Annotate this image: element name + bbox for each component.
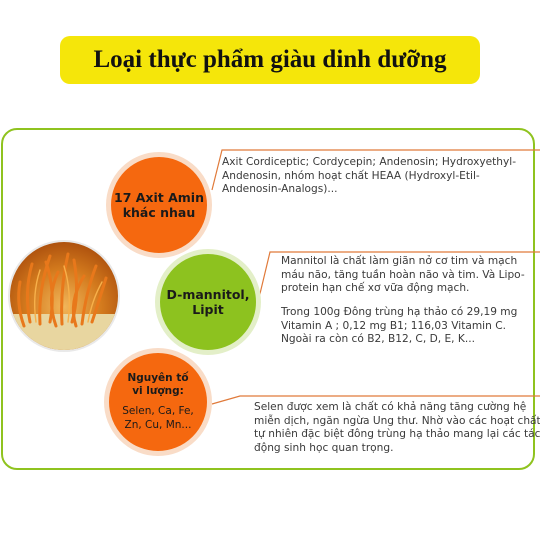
- description-line: Ngoài ra còn có B2, B12, C, D, E, K...: [281, 333, 475, 346]
- circle-body: Selen, Ca, Fe, Zn, Cu, Mn...: [122, 404, 194, 432]
- amino-acid-circle: 17 Axit Amin khác nhau: [106, 152, 212, 258]
- circle-body-line: Selen, Ca, Fe,: [122, 405, 194, 417]
- description-line: Axit Cordiceptic; Cordycepin; Andenosin;…: [222, 156, 517, 168]
- mannitol-circle: D-mannitol, Lipit: [155, 249, 261, 355]
- title-banner: Loại thực phẩm giàu dinh dưỡng: [60, 36, 480, 84]
- description-line: protein hạn chế xơ vữa động mạch.: [281, 282, 470, 295]
- description-line: Selen được xem là chất có khả năng tăng …: [254, 401, 527, 413]
- mannitol-description: Mannitol là chất làm giãn nở cơ tim và m…: [281, 255, 529, 296]
- circle-heading: Nguyên tố vi lượng:: [127, 372, 188, 398]
- description-line: tự nhiên đặc biệt đông trùng hạ thảo man…: [254, 428, 540, 441]
- page-title: Loại thực phẩm giàu dinh dưỡng: [93, 46, 447, 73]
- selenium-description: Selen được xem là chất có khả năng tăng …: [254, 401, 540, 455]
- description-line: Andenosin-Analogs)...: [222, 183, 338, 196]
- amino-acid-description: Axit Cordiceptic; Cordycepin; Andenosin;…: [222, 156, 528, 197]
- connector-line-3: [211, 395, 540, 405]
- description-line: Mannitol là chất làm giãn nở cơ tim và m…: [281, 255, 518, 267]
- cordyceps-image: [10, 252, 118, 350]
- description-line: Trong 100g Đông trùng hạ thảo có 29,19 m…: [281, 306, 518, 318]
- circle-body-line: Zn, Cu, Mn...: [124, 419, 192, 431]
- connector-line-1: [211, 149, 540, 191]
- connector-line-2: [257, 251, 540, 303]
- circle-heading-line: vi lượng:: [132, 385, 184, 397]
- description-line: miễn dịch, ngăn ngừa Ung thư. Nhờ vào cá…: [254, 414, 540, 427]
- circle-heading-line: Nguyên tố: [127, 372, 189, 384]
- description-line: Andenosin, nhóm hoạt chất HEAA (Hydroxyl…: [222, 169, 480, 182]
- trace-element-circle: Nguyên tố vi lượng: Selen, Ca, Fe, Zn, C…: [104, 348, 212, 456]
- description-line: Vitamin A ; 0,12 mg B1; 116,03 Vitamin C…: [281, 319, 506, 332]
- cordyceps-photo: [8, 240, 120, 352]
- circle-label: D-mannitol,: [166, 287, 250, 302]
- vitamin-description: Trong 100g Đông trùng hạ thảo có 29,19 m…: [281, 306, 529, 347]
- description-line: động sinh học quan trọng.: [254, 441, 394, 454]
- circle-label: Lipit: [192, 302, 224, 317]
- description-line: máu não, tăng tuần hoàn não và tim. Và L…: [281, 268, 525, 281]
- circle-label: 17 Axit Amin: [114, 190, 204, 205]
- circle-label: khác nhau: [122, 205, 196, 220]
